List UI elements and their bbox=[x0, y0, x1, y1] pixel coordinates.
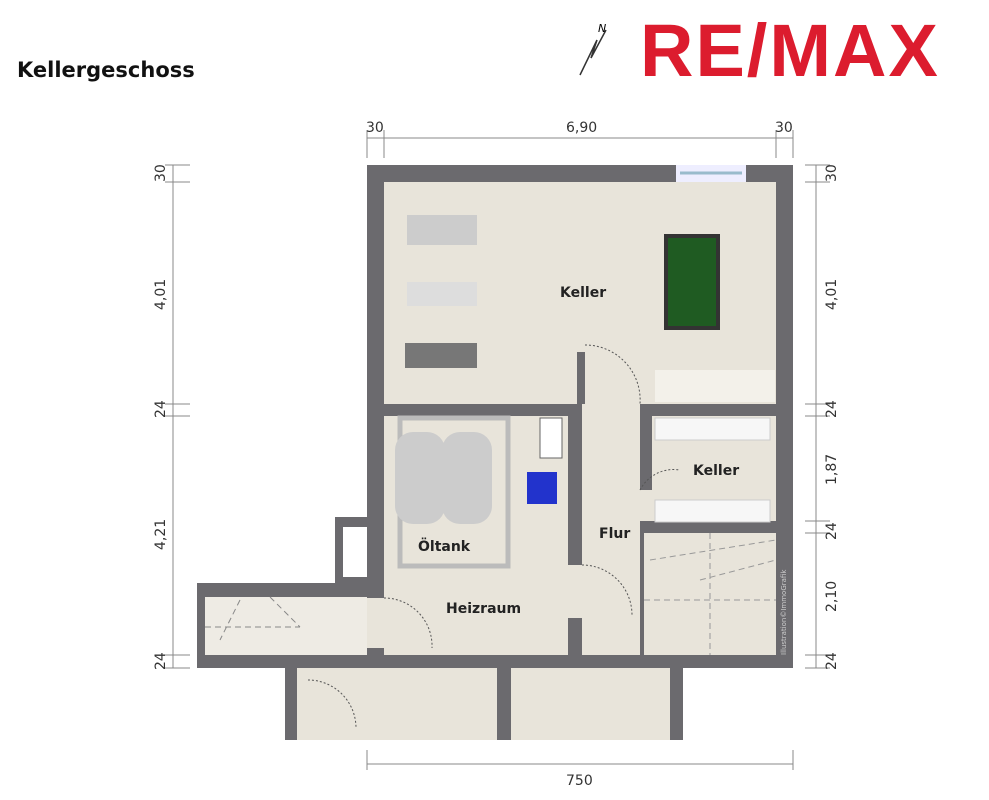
room-label-oeltank: Öltank bbox=[418, 537, 471, 555]
weight-bench bbox=[405, 343, 477, 368]
dim-right-4: 1,87 bbox=[824, 454, 840, 485]
flur-room bbox=[582, 404, 640, 655]
boiler bbox=[527, 472, 557, 504]
dim-right-2: 4,01 bbox=[824, 279, 840, 310]
dim-left-5: 24 bbox=[153, 652, 169, 670]
dim-left-4: 4,21 bbox=[153, 519, 169, 550]
room-label-heizraum: Heizraum bbox=[446, 601, 521, 617]
room-label-keller-small: Keller bbox=[693, 463, 739, 479]
dim-bottom: 750 bbox=[566, 773, 593, 789]
foosball-table bbox=[664, 234, 720, 330]
dim-right-5: 24 bbox=[824, 522, 840, 540]
remax-logo: RE/MAX bbox=[640, 14, 940, 88]
exercise-bike bbox=[407, 215, 477, 245]
svg-text:N: N bbox=[598, 22, 606, 35]
dim-right-6: 2,10 bbox=[824, 581, 840, 612]
room-label-keller: Keller bbox=[560, 285, 606, 301]
dim-left-1: 30 bbox=[153, 164, 169, 182]
room-label-flur: Flur bbox=[599, 526, 630, 542]
dim-left-3: 24 bbox=[153, 400, 169, 418]
oil-tank bbox=[442, 432, 492, 524]
dim-top-3: 30 bbox=[775, 120, 793, 136]
treadmill bbox=[407, 282, 477, 306]
logo-text: RE/MAX bbox=[640, 9, 940, 92]
compass-icon: N bbox=[579, 22, 607, 76]
dim-right-7: 24 bbox=[824, 652, 840, 670]
left-stair bbox=[205, 597, 367, 655]
dim-top-1: 30 bbox=[366, 120, 384, 136]
dim-right-1: 30 bbox=[824, 164, 840, 182]
shelf bbox=[654, 417, 771, 441]
bottom-extension-floor bbox=[285, 660, 683, 740]
watermark: Illustration©ImmoGrafik bbox=[780, 569, 788, 655]
floor-title: Kellergeschoss bbox=[17, 58, 195, 82]
shelf bbox=[654, 499, 771, 523]
oil-tank bbox=[395, 432, 445, 524]
dim-left-2: 4,01 bbox=[153, 279, 169, 310]
shelf bbox=[655, 370, 775, 402]
dim-right-3: 24 bbox=[824, 400, 840, 418]
dim-top-2: 6,90 bbox=[566, 120, 597, 136]
